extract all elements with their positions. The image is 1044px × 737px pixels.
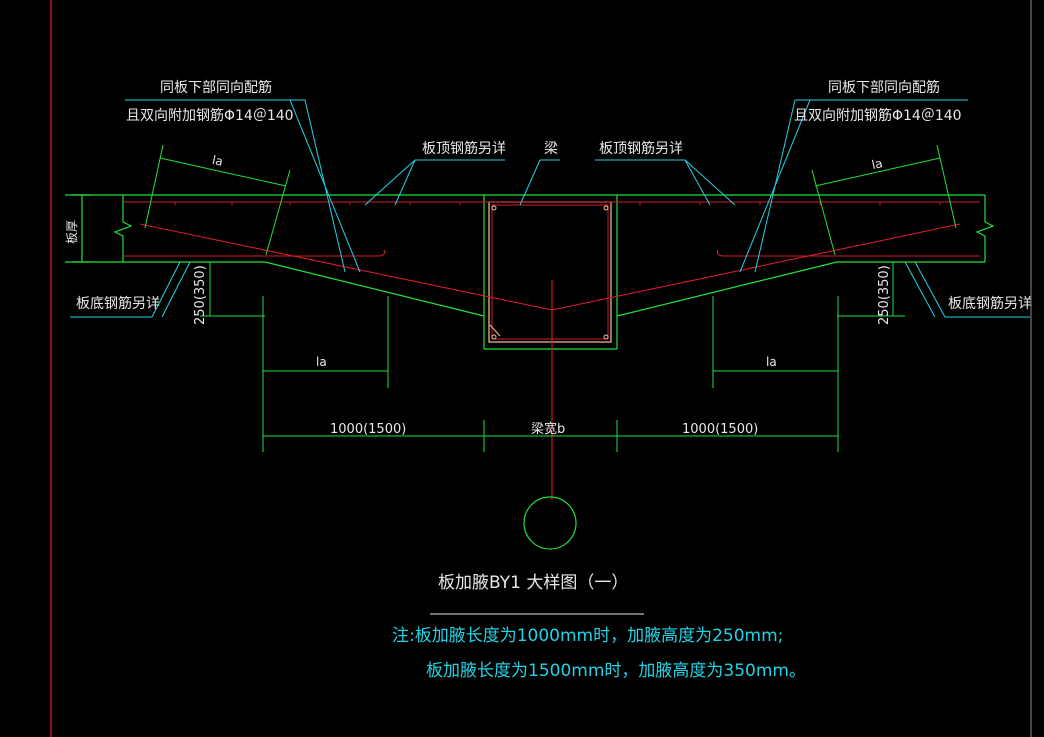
overall-dims [263, 420, 838, 452]
axis-circle [523, 496, 577, 550]
note-line-2: 板加腋长度为1500mm时，加腋高度为350mm。 [426, 661, 806, 681]
la-dim-top-right [811, 144, 957, 256]
la-bottom-left: la [316, 355, 327, 369]
beam-section [488, 201, 612, 343]
right-rebar-label-line1: 同板下部同向配筋 [828, 79, 940, 96]
la-bottom-right: la [766, 355, 777, 369]
bottom-rebar-label-right: 板底钢筋另详 [948, 295, 1032, 312]
left-rebar-label-line1: 同板下部同向配筋 [160, 79, 272, 96]
rebar-ticks [174, 202, 941, 205]
leader-lines [70, 99, 1030, 318]
la-dims-bottom [262, 296, 839, 452]
dim-center: 梁宽b [531, 421, 565, 437]
la-top-left: la [211, 153, 224, 169]
la-dim-top-left [144, 144, 291, 256]
top-rebar-label-right: 板顶钢筋另详 [599, 140, 683, 157]
top-rebar-label-left: 板顶钢筋另详 [422, 140, 506, 157]
slab-outline [65, 194, 995, 350]
drawing-title: 板加腋BY1 大样图（一） [438, 573, 628, 593]
haunch-height-right: 250(350) [877, 265, 892, 325]
dim-left: 1000(1500) [330, 422, 406, 437]
haunch-height-dims [200, 262, 905, 317]
dim-right: 1000(1500) [682, 422, 758, 437]
la-top-right: la [870, 156, 883, 172]
rebar-lines [123, 201, 980, 500]
slab-thickness-label: 板厚 [65, 220, 79, 244]
note-line-1: 注:板加腋长度为1000mm时，加腋高度为250mm; [392, 626, 783, 646]
left-rebar-label-line2: 且双向附加钢筋Φ14＠140 [126, 107, 294, 124]
bottom-rebar-label-left: 板底钢筋另详 [76, 295, 160, 312]
haunch-height-left: 250(350) [193, 265, 208, 325]
beam-label: 梁 [544, 141, 558, 157]
right-rebar-label-line2: 且双向附加钢筋Φ14＠140 [794, 107, 962, 124]
